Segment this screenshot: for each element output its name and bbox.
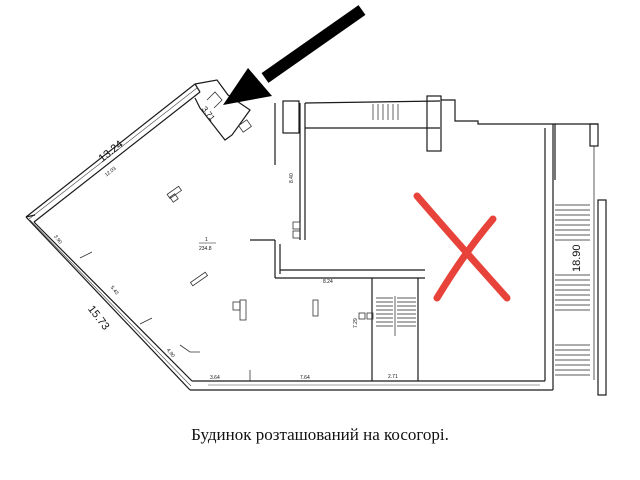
room-area: 234.8 bbox=[199, 246, 212, 252]
center-stairs bbox=[358, 296, 416, 336]
arrow-icon bbox=[223, 5, 366, 105]
dim-bottom-seg-2: 7.64 bbox=[300, 375, 310, 381]
dim-top-diagonal-outer: 13.24 bbox=[97, 138, 126, 164]
dim-left-seg-1: 3.90 bbox=[52, 234, 63, 246]
top-wall bbox=[304, 95, 556, 180]
entry-corner bbox=[194, 79, 252, 141]
dim-bottom-seg-3: 2.71 bbox=[388, 374, 398, 380]
red-cross-icon bbox=[413, 192, 511, 302]
bottom-wall bbox=[190, 370, 550, 391]
dim-top-diagonal-inner: 12.03 bbox=[104, 166, 118, 179]
dim-inner-vertical: 8.40 bbox=[289, 173, 295, 183]
dim-left-seg-2: 5.43 bbox=[109, 285, 120, 297]
room-label: 1 234.8 bbox=[199, 237, 216, 252]
dim-inner-horizontal: 8.24 bbox=[323, 279, 333, 285]
top-diagonal-wall bbox=[25, 83, 201, 223]
columns bbox=[166, 185, 319, 353]
caption: Будинок розташований на косогорі. bbox=[191, 425, 449, 444]
right-wall bbox=[544, 123, 607, 396]
dim-left-diagonal-outer: 15.73 bbox=[85, 303, 111, 332]
inner-walls bbox=[250, 100, 425, 381]
right-stairs bbox=[555, 204, 590, 376]
dim-right-side: 18.90 bbox=[571, 244, 583, 272]
left-diagonal-wall bbox=[25, 214, 193, 391]
room-number: 1 bbox=[205, 237, 208, 243]
dim-left-seg-3: 4.90 bbox=[165, 347, 176, 359]
dim-stair-block: 7.29 bbox=[353, 318, 359, 328]
dim-bottom-seg-1: 3.64 bbox=[210, 375, 220, 381]
